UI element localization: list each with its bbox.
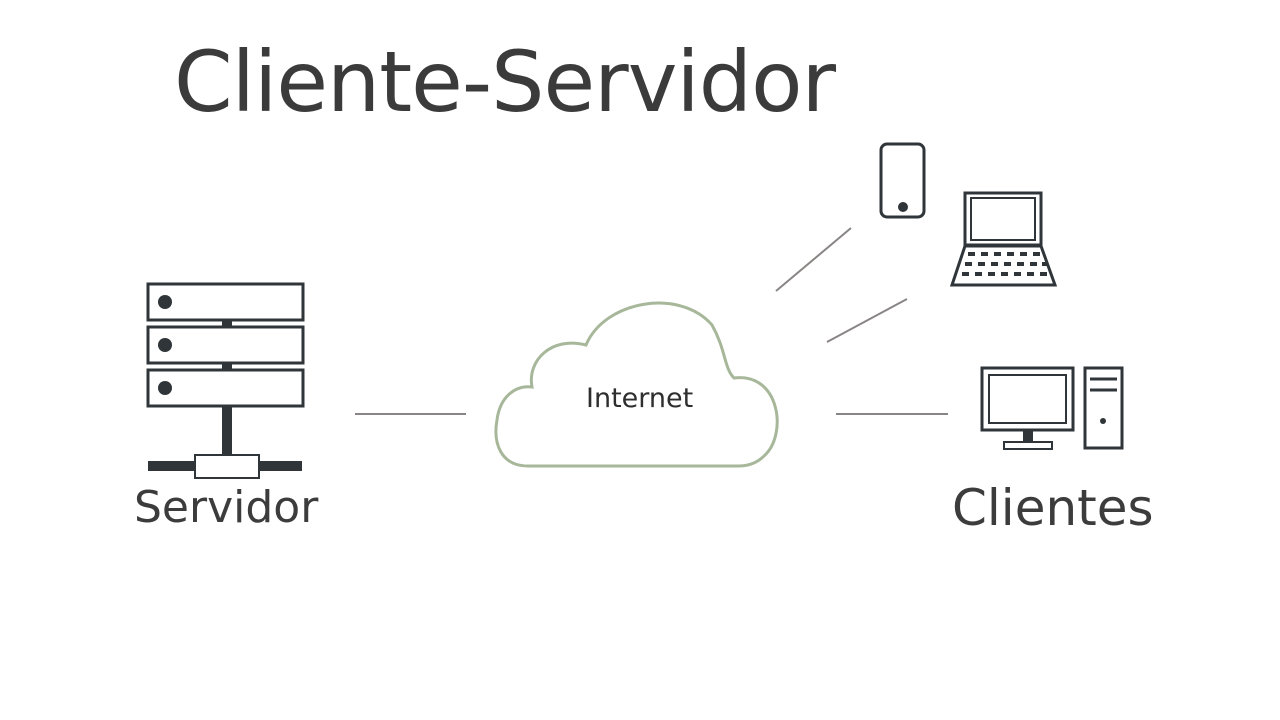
page-title: Cliente-Servidor xyxy=(174,33,836,131)
laptop-icon xyxy=(949,191,1058,287)
connector-cloud-phone xyxy=(775,227,852,292)
connector-cloud-laptop xyxy=(826,298,908,343)
clients-label: Clientes xyxy=(952,479,1154,537)
server-label: Servidor xyxy=(134,482,319,533)
desktop-computer-icon xyxy=(980,366,1124,450)
connectors xyxy=(355,227,948,415)
cloud-icon xyxy=(494,301,779,468)
server-rack-icon xyxy=(146,282,305,479)
internet-label: Internet xyxy=(586,383,694,414)
smartphone-icon xyxy=(879,142,926,219)
